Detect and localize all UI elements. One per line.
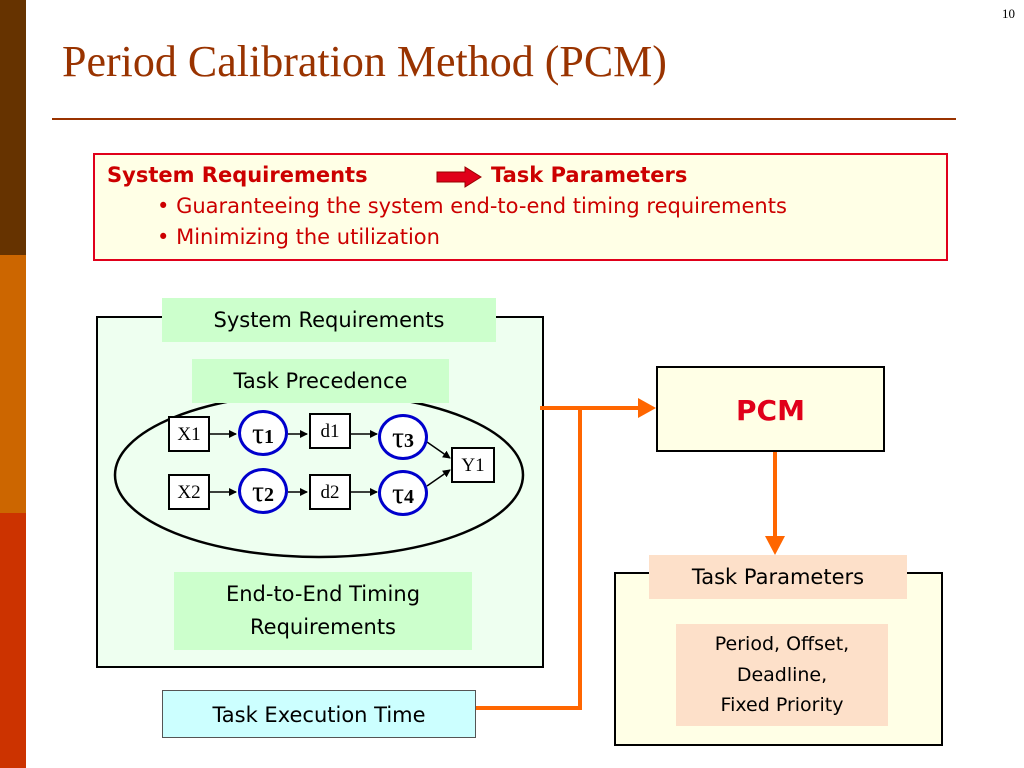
bullet-text: Minimizing the utilization bbox=[176, 225, 440, 249]
parameter-line: Period, Offset, bbox=[714, 633, 850, 656]
bullet-text: Guaranteeing the system end-to-end timin… bbox=[176, 194, 787, 218]
parameter-line: Deadline, bbox=[736, 663, 828, 686]
timing-line-2: Requirements bbox=[250, 615, 396, 639]
title-divider bbox=[52, 118, 956, 120]
task-node-tau3: τ3 bbox=[378, 414, 428, 460]
delay-node-d1: d1 bbox=[309, 413, 351, 449]
task-subscript: 3 bbox=[404, 430, 415, 452]
end-to-end-timing-label: End-to-End Timing Requirements bbox=[174, 572, 472, 650]
right-arrow-icon bbox=[436, 166, 482, 188]
task-subscript: 2 bbox=[264, 484, 275, 506]
task-parameters-label: Task Parameters bbox=[649, 555, 907, 599]
side-bar-bottom bbox=[0, 513, 26, 768]
requirement-bullet: • Minimizing the utilization bbox=[157, 225, 440, 249]
side-bar-top bbox=[0, 0, 26, 255]
bullet-symbol: • bbox=[157, 225, 170, 249]
system-requirements-label: System Requirements bbox=[162, 298, 496, 342]
task-subscript: 4 bbox=[404, 486, 415, 508]
task-node-tau2: τ2 bbox=[238, 468, 288, 514]
input-node-x2: X2 bbox=[168, 474, 210, 510]
output-node-y1: Y1 bbox=[451, 447, 495, 483]
task-execution-time-label: Task Execution Time bbox=[162, 690, 476, 738]
task-node-tau4: τ4 bbox=[378, 470, 428, 516]
pcm-box: PCM bbox=[656, 366, 885, 452]
requirements-from-label: System Requirements bbox=[107, 163, 368, 187]
task-node-tau1: τ1 bbox=[238, 410, 288, 456]
delay-node-d2: d2 bbox=[309, 474, 351, 510]
requirements-box: System Requirements Task Parameters • Gu… bbox=[93, 153, 948, 261]
timing-line-1: End-to-End Timing bbox=[225, 582, 421, 607]
task-parameters-detail: Period, Offset, Deadline, Fixed Priority bbox=[676, 624, 888, 726]
task-symbol: τ bbox=[391, 421, 405, 454]
task-symbol: τ bbox=[391, 477, 405, 510]
page-number: 10 bbox=[1002, 6, 1015, 21]
requirement-bullet: • Guaranteeing the system end-to-end tim… bbox=[157, 194, 787, 218]
slide-title: Period Calibration Method (PCM) bbox=[62, 37, 667, 86]
requirements-to-label: Task Parameters bbox=[491, 163, 688, 187]
task-symbol: τ bbox=[251, 417, 265, 450]
bullet-symbol: • bbox=[157, 194, 170, 218]
task-precedence-label: Task Precedence bbox=[192, 359, 449, 403]
task-subscript: 1 bbox=[264, 426, 275, 448]
task-symbol: τ bbox=[251, 475, 265, 508]
side-bar-middle bbox=[0, 255, 26, 513]
input-node-x1: X1 bbox=[168, 416, 210, 452]
parameter-line: Fixed Priority bbox=[720, 694, 844, 717]
